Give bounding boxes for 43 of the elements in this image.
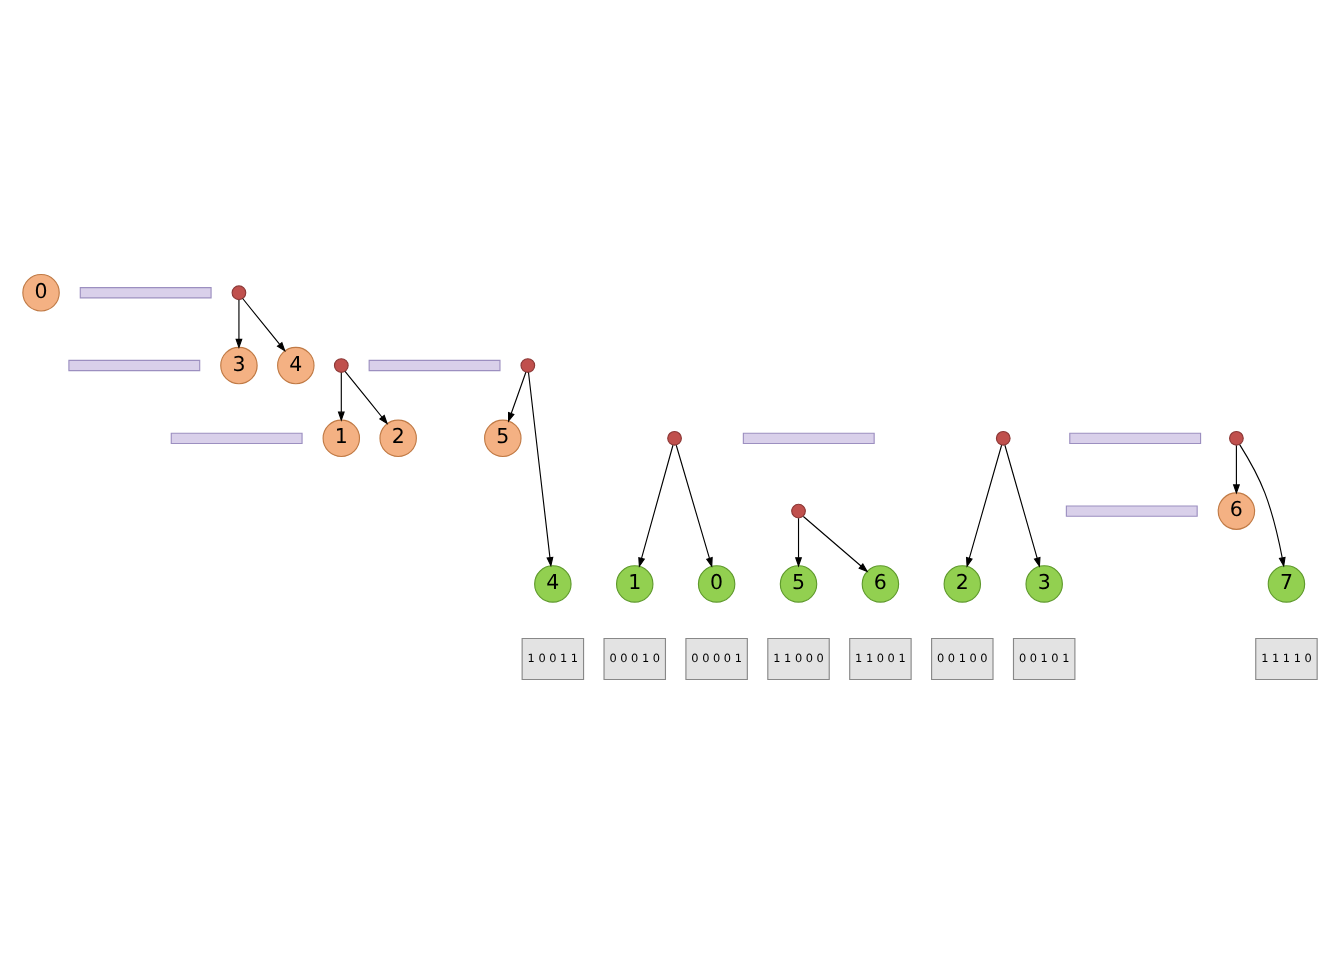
- node-circle: 0: [22, 274, 60, 312]
- arrow: [344, 370, 389, 425]
- node-circle: [995, 430, 1011, 446]
- node-circle: [333, 358, 349, 373]
- node-bar: [170, 432, 303, 444]
- arrow: [965, 444, 1003, 568]
- node-circle: 1: [615, 565, 654, 603]
- node-circle: 1: [322, 419, 361, 458]
- node-circle: 0: [697, 565, 736, 603]
- node-circle: 2: [943, 565, 982, 603]
- node-bar: [1069, 432, 1202, 444]
- arrow: [675, 444, 713, 568]
- arrow: [802, 515, 869, 573]
- node-circle: 6: [1217, 492, 1256, 530]
- node-circle: 6: [861, 565, 900, 603]
- node-circle: [667, 430, 682, 446]
- node-circle: 7: [1267, 565, 1306, 603]
- node-circle: 4: [534, 565, 572, 603]
- node-circle: [520, 358, 536, 373]
- node-circle: 3: [1025, 565, 1063, 603]
- node-circle: 2: [379, 419, 417, 458]
- arrow: [1004, 444, 1041, 568]
- node-bar: [368, 359, 501, 372]
- arrow: [1239, 444, 1286, 568]
- arrow: [527, 371, 554, 568]
- node-circle: 5: [779, 565, 818, 603]
- node-circle: [231, 285, 247, 301]
- node-circle: [791, 503, 806, 519]
- arrow: [507, 371, 527, 423]
- node-circle: [1229, 430, 1244, 446]
- node-circle: 5: [484, 419, 522, 458]
- arrow: [638, 444, 674, 568]
- node-bar: [742, 432, 875, 444]
- node-circle: 4: [277, 346, 315, 385]
- node-bar: [79, 287, 212, 299]
- node-bar: [1065, 505, 1198, 517]
- arrow: [235, 299, 243, 350]
- node-bar: [68, 359, 201, 372]
- arrow: [794, 517, 803, 568]
- arrow: [242, 297, 286, 352]
- node-circle: 3: [220, 346, 258, 385]
- arrow: [1232, 444, 1240, 495]
- arrow: [337, 372, 345, 422]
